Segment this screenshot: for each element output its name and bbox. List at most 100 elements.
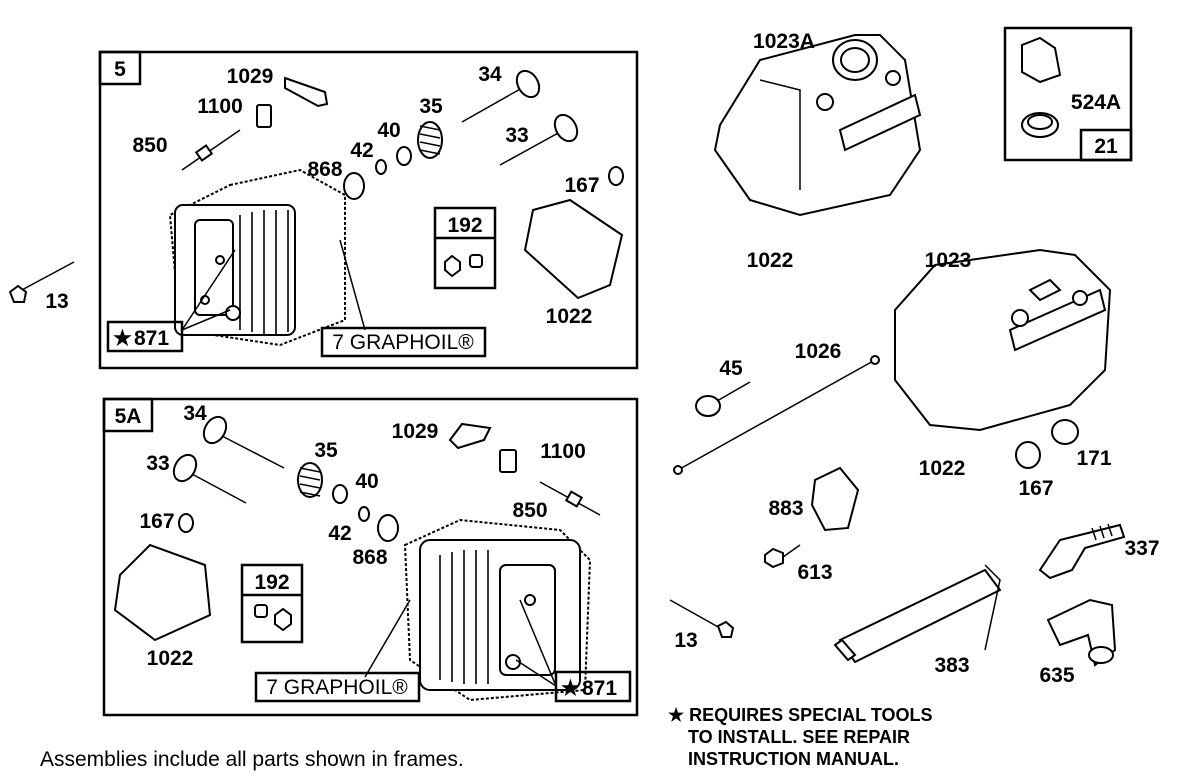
label-337: 337 xyxy=(1124,537,1159,560)
valve-cover-1023 xyxy=(894,248,1112,432)
label-635: 635 xyxy=(1039,664,1074,687)
seal-171 xyxy=(1051,419,1079,445)
frame-21 xyxy=(1003,26,1133,162)
spring-35-a xyxy=(417,121,443,159)
frame-5-id: 5 xyxy=(114,58,126,81)
label-13-a: 13 xyxy=(45,290,68,313)
valve-34-b xyxy=(202,415,285,469)
valve-33-b xyxy=(172,453,247,504)
label-1026: 1026 xyxy=(795,340,842,363)
label-167-c: 167 xyxy=(1018,477,1053,500)
note-line-3: INSTRUCTION MANUAL. xyxy=(688,749,899,769)
label-graphoil-a: 7 GRAPHOIL® xyxy=(332,331,474,354)
label-1022-a: 1022 xyxy=(546,305,593,328)
screw-613 xyxy=(764,544,801,569)
part-1100-a xyxy=(256,104,272,128)
assemblies-caption: Assemblies include all parts shown in fr… xyxy=(40,748,464,771)
label-40-b: 40 xyxy=(355,470,378,493)
label-167-a: 167 xyxy=(564,174,599,197)
label-192-b: 192 xyxy=(254,571,289,594)
part-192-box-a xyxy=(433,206,497,290)
label-167-b: 167 xyxy=(139,510,174,533)
label-1023: 1023 xyxy=(925,249,972,272)
bolt-13-b xyxy=(669,599,735,638)
label-868-b: 868 xyxy=(352,546,387,569)
frame-5 xyxy=(98,50,639,370)
label-1100-a: 1100 xyxy=(197,95,243,118)
push-rod-1026 xyxy=(673,355,880,475)
label-171: 171 xyxy=(1076,447,1111,470)
label-1023a: 1023A xyxy=(753,30,815,53)
rocker-1029-a xyxy=(284,76,329,108)
valve-33-a xyxy=(499,113,579,166)
seal-868-a xyxy=(343,172,365,200)
valve-34-a xyxy=(461,69,541,123)
gasket-1022-b xyxy=(113,543,212,642)
label-383: 383 xyxy=(934,654,969,677)
bolt-13-a xyxy=(8,261,75,303)
label-871-a: 871 xyxy=(134,327,169,350)
part-192-box-b xyxy=(240,563,304,644)
frame-5-id-box xyxy=(98,50,142,86)
retainer-40-a xyxy=(396,146,412,166)
label-33-b: 33 xyxy=(146,452,169,475)
label-1029-b: 1029 xyxy=(392,420,439,443)
star-glyph-871-b: ★ xyxy=(561,677,580,700)
box-871-b xyxy=(554,670,632,703)
label-850-a: 850 xyxy=(132,134,167,157)
note-line-1: ★ REQUIRES SPECIAL TOOLS xyxy=(668,705,933,725)
label-871-b: 871 xyxy=(582,677,617,700)
seal-868-b xyxy=(377,514,399,542)
box-graphoil-a xyxy=(320,326,487,358)
label-524a: 524A xyxy=(1071,91,1121,114)
star-glyph-871-a: ★ xyxy=(113,327,132,350)
stud-850-a xyxy=(181,129,241,171)
label-613: 613 xyxy=(797,561,832,584)
label-42-a: 42 xyxy=(350,139,373,162)
frame-21-id: 21 xyxy=(1094,135,1118,158)
label-1022-b: 1022 xyxy=(147,647,194,670)
label-34-a: 34 xyxy=(478,63,502,86)
collet-42-b xyxy=(358,506,370,522)
washer-167-a xyxy=(608,166,624,186)
washer-167-b xyxy=(178,513,194,533)
label-1100-b: 1100 xyxy=(540,440,586,463)
label-13-b: 13 xyxy=(674,629,697,652)
label-34-b: 34 xyxy=(183,402,207,425)
frame-5a-id-box xyxy=(102,397,154,433)
label-35-b: 35 xyxy=(314,439,338,462)
gasket-1022-a xyxy=(523,198,624,300)
breather-tube-383 xyxy=(833,564,1002,664)
label-868-a: 868 xyxy=(307,158,342,181)
frame-5a xyxy=(102,397,639,717)
label-35-a: 35 xyxy=(419,95,443,118)
spark-plug-337 xyxy=(1038,523,1126,580)
cylinder-head-5 xyxy=(168,168,346,347)
part-1100-b xyxy=(499,449,517,473)
label-850-b: 850 xyxy=(512,499,547,522)
gasket-883 xyxy=(810,466,860,532)
label-40-a: 40 xyxy=(377,119,400,142)
box-graphoil-b xyxy=(254,671,421,703)
rocker-1029-b xyxy=(448,422,492,450)
valve-cover-1023a xyxy=(713,34,922,217)
label-1022-c: 1022 xyxy=(747,249,794,272)
box-871-a xyxy=(106,320,184,353)
label-1029-a: 1029 xyxy=(227,65,274,88)
boot-635 xyxy=(1046,598,1117,667)
label-graphoil-b: 7 GRAPHOIL® xyxy=(266,676,408,699)
grommet-167-c xyxy=(1015,441,1041,469)
label-45: 45 xyxy=(719,357,743,380)
collet-42-a xyxy=(375,159,387,175)
retainer-40-b xyxy=(332,484,348,504)
label-33-a: 33 xyxy=(505,124,528,147)
frame-5a-id: 5A xyxy=(115,405,142,428)
label-1022-d: 1022 xyxy=(919,457,966,480)
note-line-2: TO INSTALL. SEE REPAIR xyxy=(688,727,910,747)
lifter-45 xyxy=(695,381,751,417)
spring-35-b xyxy=(297,462,323,498)
label-883: 883 xyxy=(768,497,803,520)
label-192-a: 192 xyxy=(447,214,482,237)
frame-21-id-box xyxy=(1079,128,1133,162)
oil-cap-524a xyxy=(1021,36,1062,138)
